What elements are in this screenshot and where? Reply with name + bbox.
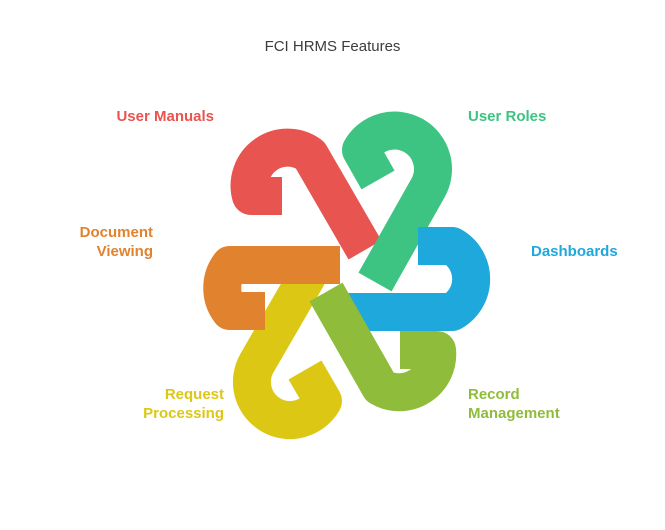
label-user-manuals: User Manuals (116, 107, 214, 126)
label-dashboards: Dashboards (531, 242, 618, 261)
label-line: Dashboards (531, 243, 618, 260)
petal-record-management (309, 282, 457, 412)
petal-user-manuals (230, 128, 382, 260)
label-document-viewing: Document Viewing (80, 223, 153, 261)
label-line: Viewing (96, 243, 153, 260)
label-record-management: Record Management (468, 385, 560, 423)
diagram-title: FCI HRMS Features (264, 38, 401, 55)
petal-document-viewing (203, 246, 340, 330)
label-line: User Manuals (116, 108, 214, 125)
label-line: Processing (143, 405, 224, 422)
label-line: Management (468, 405, 560, 422)
label-line: User Roles (468, 108, 547, 125)
petal-user-roles (342, 111, 452, 292)
petal-dashboards (337, 227, 491, 331)
label-line: Document (79, 224, 153, 241)
label-request-processing: Request Processing (143, 385, 224, 423)
label-user-roles: User Roles (468, 107, 546, 126)
label-line: Request (164, 386, 224, 403)
petal-request-processing (232, 265, 342, 440)
label-line: Record (468, 386, 520, 403)
